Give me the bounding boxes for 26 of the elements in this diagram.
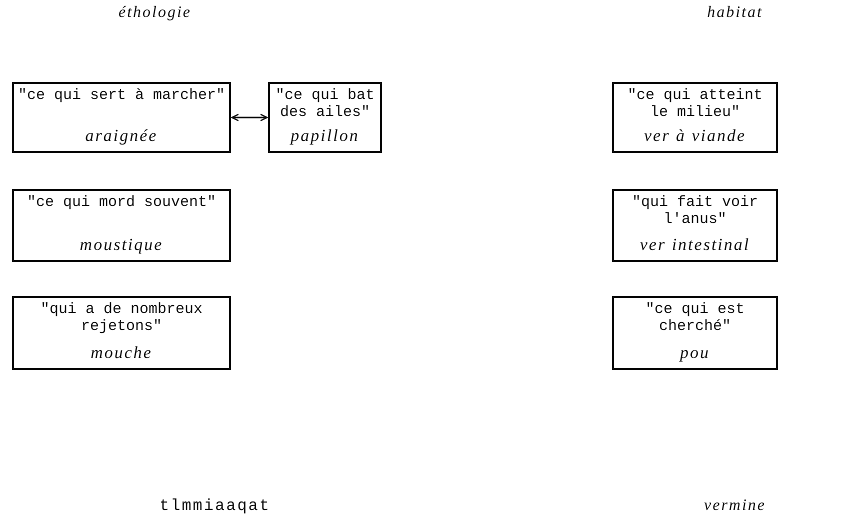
definition-box (612, 296, 778, 370)
animal-name: moustique (80, 235, 164, 255)
gloss-text: "ce qui atteint le milieu" (626, 87, 764, 121)
definition-box (12, 296, 231, 370)
definition-box (612, 189, 778, 262)
animal-name: araignée (85, 126, 158, 146)
animal-name: papillon (290, 126, 360, 146)
category-heading: éthologie (118, 4, 192, 22)
definition-box (12, 189, 231, 262)
definition-box (268, 82, 382, 153)
gloss-text: "qui a de nombreux rejetons" (39, 301, 204, 335)
animal-name: mouche (90, 343, 152, 363)
category-term: tlmmiaaqat (160, 497, 270, 515)
gloss-text: "ce qui sert à marcher" (18, 87, 226, 104)
category-heading: habitat (707, 4, 763, 22)
gloss-text: "ce qui mord souvent" (26, 194, 216, 211)
double-arrow (231, 114, 268, 122)
gloss-text: "ce qui bat des ailes" (274, 87, 376, 121)
definition-box (612, 82, 778, 153)
animal-name: ver intestinal (640, 235, 750, 255)
category-term: vermine (704, 497, 766, 515)
gloss-text: "ce qui est cherché" (644, 301, 746, 335)
gloss-text: "qui fait voir l'anus" (630, 194, 760, 228)
animal-name: ver à viande (644, 126, 746, 146)
animal-name: pou (680, 343, 710, 363)
definition-box (12, 82, 231, 153)
